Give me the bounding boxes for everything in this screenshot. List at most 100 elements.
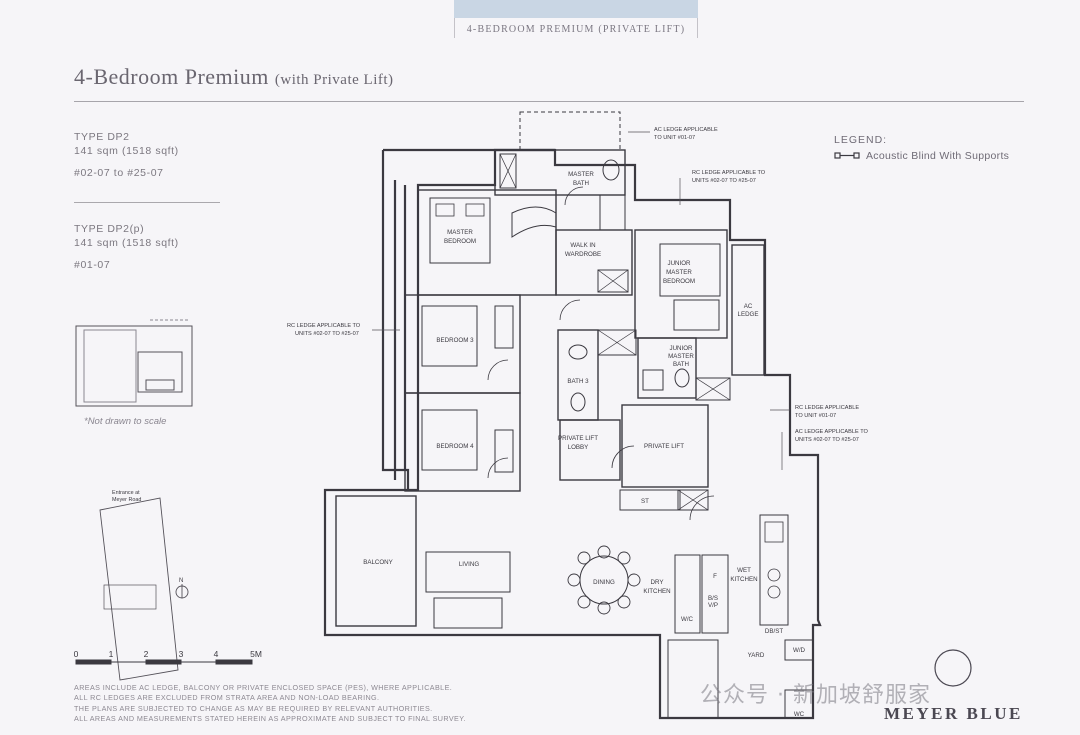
inset-plan [75, 319, 193, 407]
room-jmb-line2: MASTER [666, 269, 692, 276]
room-st: ST [641, 498, 649, 505]
annot-rc-top-2: UNITS #02-07 TO #25-07 [692, 178, 756, 184]
private-lift-lobby-walls [559, 419, 621, 481]
annot-rc-right-2: TO UNIT #01-07 [795, 413, 836, 419]
scale-tick: 4 [214, 649, 219, 659]
room-bsp-line1: B/S [708, 595, 718, 602]
room-bedroom-4: BEDROOM 4 [436, 443, 474, 450]
page-title: 4-Bedroom Premium (with Private Lift) [74, 64, 394, 90]
brand-logo-circle [934, 649, 972, 687]
room-jmbath-line2: MASTER [668, 353, 694, 360]
note-line: ALL AREAS AND MEASUREMENTS STATED HEREIN… [74, 713, 466, 723]
master-bedroom-walls [417, 189, 557, 296]
room-wiw-line2: WARDROBE [565, 251, 601, 258]
room-bedroom-3: BEDROOM 3 [436, 337, 474, 344]
scale-ticks: 0 1 2 3 4 5M [74, 649, 262, 659]
annot-ac-right-1: AC LEDGE APPLICABLE TO [795, 429, 869, 435]
title-rule [74, 101, 1024, 102]
annot-ac-right-2: UNITS #02-07 TO #25-07 [795, 437, 859, 443]
room-dst: DB/ST [765, 628, 783, 635]
scale-tick: 3 [179, 649, 184, 659]
keyplan-north: N [179, 578, 183, 584]
scale-tick: 2 [144, 649, 149, 659]
type-name: TYPE DP2(p) [74, 223, 145, 235]
room-master-bath-line2: BATH [573, 180, 589, 187]
type-units: #01-07 [74, 259, 111, 271]
scale-bar [75, 659, 253, 665]
walk-in-wardrobe-walls [555, 229, 633, 296]
type-dp2p-block: TYPE DP2(p) 141 sqm (1518 sqft) #01-07 [74, 222, 179, 272]
room-dry-kitchen-line2: KITCHEN [643, 588, 670, 595]
ac-ledge-top-dashed [519, 111, 621, 151]
keyplan-entrance-2: Meyer Road [112, 497, 141, 503]
type-dp2-block: TYPE DP2 141 sqm (1518 sqft) #02-07 to #… [74, 130, 179, 180]
annot-ac-top-1: AC LEDGE APPLICABLE [654, 127, 718, 133]
note-line: AREAS INCLUDE AC LEDGE, BALCONY OR PRIVA… [74, 683, 453, 692]
room-bsp-line2: V/P [708, 602, 718, 609]
room-master-bedroom-line1: MASTER [447, 229, 473, 236]
type-area: 141 sqm (1518 sqft) [74, 145, 179, 157]
tab-divider-right [697, 18, 698, 38]
balcony-walls [335, 495, 417, 627]
room-wd: W/D [793, 647, 806, 654]
room-wc2: W/C [681, 616, 694, 623]
room-wet-kitchen-line2: KITCHEN [730, 576, 757, 583]
bath-3-walls [557, 329, 599, 421]
scale-tick: 0 [74, 649, 79, 659]
room-lobby-line2: LOBBY [568, 444, 589, 451]
ac-ledge-walls [731, 244, 765, 376]
dry-kitchen-counter [674, 554, 701, 634]
room-private-lift: PRIVATE LIFT [644, 443, 684, 450]
room-wc: WC [794, 711, 805, 718]
private-lift-walls [621, 404, 709, 488]
annot-rc-left-2: UNITS #02-07 TO #25-07 [295, 331, 359, 337]
type-units: #02-07 to #25-07 [74, 167, 164, 179]
room-bath-3: BATH 3 [567, 378, 589, 385]
keyplan [99, 497, 189, 681]
title-main: 4-Bedroom Premium [74, 64, 269, 89]
note-line: ALL RC LEDGES ARE EXCLUDED FROM STRATA A… [74, 693, 380, 703]
junior-master-bath-walls [637, 337, 697, 399]
room-jmb-line1: JUNIOR [667, 260, 691, 267]
tab-color-bar [454, 0, 698, 18]
room-lobby-line1: PRIVATE LIFT [558, 435, 598, 442]
room-master-bath-line1: MASTER [568, 171, 594, 178]
room-wet-kitchen-line1: WET [737, 567, 751, 574]
room-master-bedroom-line2: BEDROOM [444, 238, 476, 245]
room-wiw-line1: WALK IN [570, 242, 595, 249]
type-area: 141 sqm (1518 sqft) [74, 237, 179, 249]
scale-tick: 5M [250, 649, 262, 659]
title-sub: (with Private Lift) [274, 72, 394, 88]
annot-rc-top-1: RC LEDGE APPLICABLE TO [692, 170, 766, 176]
room-balcony: BALCONY [363, 559, 393, 566]
outer-walls [323, 148, 822, 720]
annot-rc-left-1: RC LEDGE APPLICABLE TO [287, 323, 361, 329]
room-jmb-line3: BEDROOM [663, 278, 695, 285]
wet-kitchen-counter [759, 514, 789, 626]
acoustic-blind-icon [834, 152, 860, 159]
room-ac-ledge-line1: AC [744, 303, 753, 310]
room-jmbath-line3: BATH [673, 361, 689, 368]
living-tv-console [433, 597, 503, 629]
type-name: TYPE DP2 [74, 131, 130, 143]
annot-rc-right-1: RC LEDGE APPLICABLE [795, 405, 859, 411]
footer-notes: AREAS INCLUDE AC LEDGE, BALCONY OR PRIVA… [74, 683, 466, 724]
note-line: THE PLANS ARE SUBJECTED TO CHANGE AS MAY… [74, 703, 433, 713]
bedroom-4-walls [404, 392, 521, 492]
tab-divider-left [454, 18, 455, 38]
room-fridge: F [713, 573, 717, 580]
brand-name: MEYER BLUE [884, 704, 1023, 723]
type-separator [74, 202, 220, 203]
legend-title: LEGEND: [834, 134, 888, 146]
room-living: LIVING [459, 561, 479, 568]
yard-box [667, 639, 719, 719]
room-jmbath-line1: JUNIOR [669, 345, 693, 352]
not-to-scale-note: *Not drawn to scale [84, 416, 167, 427]
tab-label: 4-BEDROOM PREMIUM (PRIVATE LIFT) [466, 24, 686, 35]
legend-item: Acoustic Blind With Supports [834, 150, 1009, 162]
living-sofa [425, 551, 511, 593]
watermark-text: 公众号 · 新加坡舒服家 [700, 683, 931, 708]
room-ac-ledge-line2: LEDGE [738, 311, 759, 318]
keyplan-entrance-1: Entrance at [112, 490, 140, 496]
